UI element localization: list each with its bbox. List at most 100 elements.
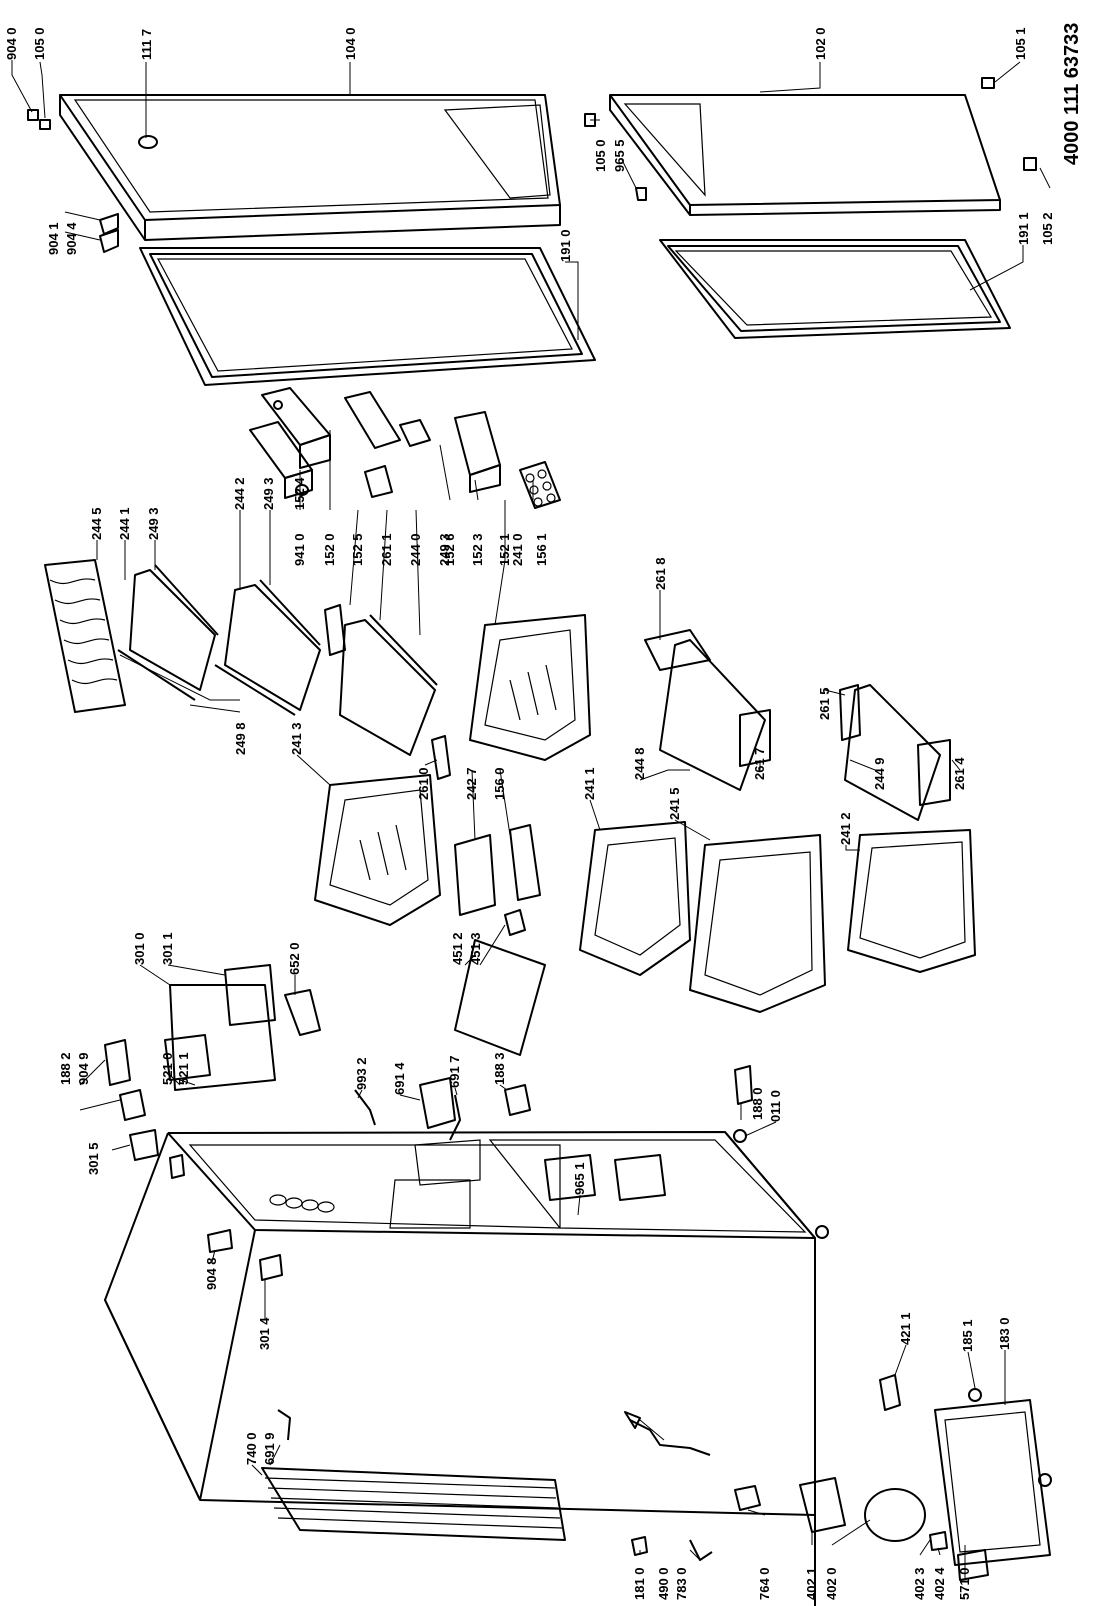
label-904-0: 904 0 — [4, 27, 19, 60]
label-402-1: 402 1 — [804, 1567, 819, 1600]
glass-shelf-2 — [214, 579, 321, 716]
label-783-0: 783 0 — [674, 1567, 689, 1600]
crisper-drawer-top — [469, 614, 591, 761]
label-904-8: 904 8 — [204, 1257, 219, 1290]
label-301-4: 301 4 — [257, 1317, 272, 1350]
drain-and-filter-parts — [631, 1485, 761, 1561]
label-451-3: 451 3 — [468, 932, 483, 965]
control-panel — [104, 964, 321, 1161]
label-191-0: 191 0 — [558, 229, 573, 262]
label-261-0: 261 0 — [416, 767, 431, 800]
label-241-0: 241 0 — [510, 533, 525, 566]
power-cord — [624, 1411, 711, 1456]
door-balcony-bin-lower — [249, 421, 313, 499]
label-261-1: 261 1 — [379, 533, 394, 566]
label-241-2: 241 2 — [838, 812, 853, 845]
wine-rack — [44, 559, 126, 713]
label-244-5: 244 5 — [89, 507, 104, 540]
label-244-2: 244 2 — [232, 477, 247, 510]
fridge-door — [59, 94, 561, 241]
document-number: 4000 111 63733 — [1061, 23, 1083, 165]
label-402-0: 402 0 — [824, 1567, 839, 1600]
leader-lines — [11, 60, 1051, 1578]
label-691-4: 691 4 — [392, 1062, 407, 1095]
label-261-4: 261 4 — [952, 757, 967, 790]
freezer-door-hinge-parts — [584, 77, 1037, 201]
label-183-0: 183 0 — [997, 1317, 1012, 1350]
label-249-8: 249 8 — [233, 722, 248, 755]
label-261-5: 261 5 — [817, 687, 832, 720]
label-152-3: 152 3 — [470, 533, 485, 566]
door-bin-lower — [454, 411, 501, 493]
label-244-0: 244 0 — [408, 533, 423, 566]
label-249-3a: 249 3 — [146, 507, 161, 540]
label-188-3: 188 3 — [492, 1052, 507, 1085]
label-521-1: 521 1 — [176, 1052, 191, 1085]
label-104-0: 104 0 — [343, 27, 358, 60]
crisper-drawer-4 — [847, 829, 976, 973]
condenser — [261, 1409, 566, 1541]
label-740-0: 740 0 — [244, 1432, 259, 1465]
label-111-7: 111 7 — [139, 29, 154, 60]
glass-shelf-3 — [324, 604, 438, 756]
label-244-9: 244 9 — [872, 757, 887, 790]
label-181-0: 181 0 — [632, 1567, 647, 1600]
label-152-5: 152 5 — [350, 533, 365, 566]
label-105-2: 105 2 — [1040, 212, 1055, 245]
label-185-1: 185 1 — [960, 1319, 975, 1352]
label-156-0: 156 0 — [492, 767, 507, 800]
label-242-7: 242 7 — [464, 767, 479, 800]
glass-shelf-5 — [839, 684, 951, 821]
freezer-door-gasket — [659, 239, 1011, 339]
label-105-0: 105 0 — [32, 27, 47, 60]
label-993-2: 993 2 — [354, 1057, 369, 1090]
label-191-1: 191 1 — [1016, 212, 1031, 245]
drawer-accessories — [431, 735, 546, 1056]
label-105-1: 105 1 — [1013, 27, 1028, 60]
label-241-5: 241 5 — [667, 787, 682, 820]
crisper-drawer-2 — [579, 821, 691, 976]
label-241-3: 241 3 — [289, 722, 304, 755]
label-301-5: 301 5 — [86, 1142, 101, 1175]
label-691-9: 691 9 — [262, 1432, 277, 1465]
label-102-0: 102 0 — [813, 27, 828, 60]
label-249-3c: 249 3 — [437, 533, 452, 566]
label-652-0: 652 0 — [287, 942, 302, 975]
label-904-1: 904 1 — [46, 222, 61, 255]
door-stop-parts — [99, 213, 119, 253]
compressor-assembly — [799, 1374, 1052, 1581]
label-301-0: 301 0 — [132, 932, 147, 965]
crisper-drawer-3 — [689, 834, 826, 1013]
label-402-3: 402 3 — [912, 1567, 927, 1600]
label-152-6: 152 6 — [442, 533, 457, 566]
label-965-5: 965 5 — [612, 139, 627, 172]
label-301-1: 301 1 — [160, 932, 175, 965]
label-188-0: 188 0 — [750, 1087, 765, 1120]
label-105-0b: 105 0 — [593, 139, 608, 172]
label-941-0: 941 0 — [292, 533, 307, 566]
label-152-4: 152 4 — [292, 477, 307, 510]
freezer-door — [609, 94, 1001, 216]
crisper-drawer-1 — [314, 774, 441, 926]
label-490-0: 490 0 — [656, 1567, 671, 1600]
label-244-1: 244 1 — [117, 507, 132, 540]
label-691-7: 691 7 — [447, 1055, 462, 1088]
label-965-1: 965 1 — [572, 1162, 587, 1195]
label-904-4: 904 4 — [64, 222, 79, 255]
label-156-1: 156 1 — [534, 533, 549, 566]
label-011-0: 011 0 — [768, 1090, 783, 1122]
label-241-1: 241 1 — [582, 767, 597, 800]
door-bin-middle — [344, 391, 431, 498]
label-244-8: 244 8 — [632, 747, 647, 780]
label-249-3b: 249 3 — [261, 477, 276, 510]
door-balcony-bin-upper — [261, 387, 331, 469]
cabinet — [104, 1129, 829, 1606]
glass-shelf-4 — [644, 629, 771, 791]
label-152-0: 152 0 — [322, 533, 337, 566]
label-764-0: 764 0 — [757, 1567, 772, 1600]
label-152-1: 152 1 — [497, 533, 512, 566]
door-hinge-cap — [27, 109, 51, 130]
glass-shelf-1 — [117, 564, 219, 701]
part-labels: 904 0 105 0 111 7 104 0 904 1 904 4 191 … — [4, 27, 1055, 1600]
